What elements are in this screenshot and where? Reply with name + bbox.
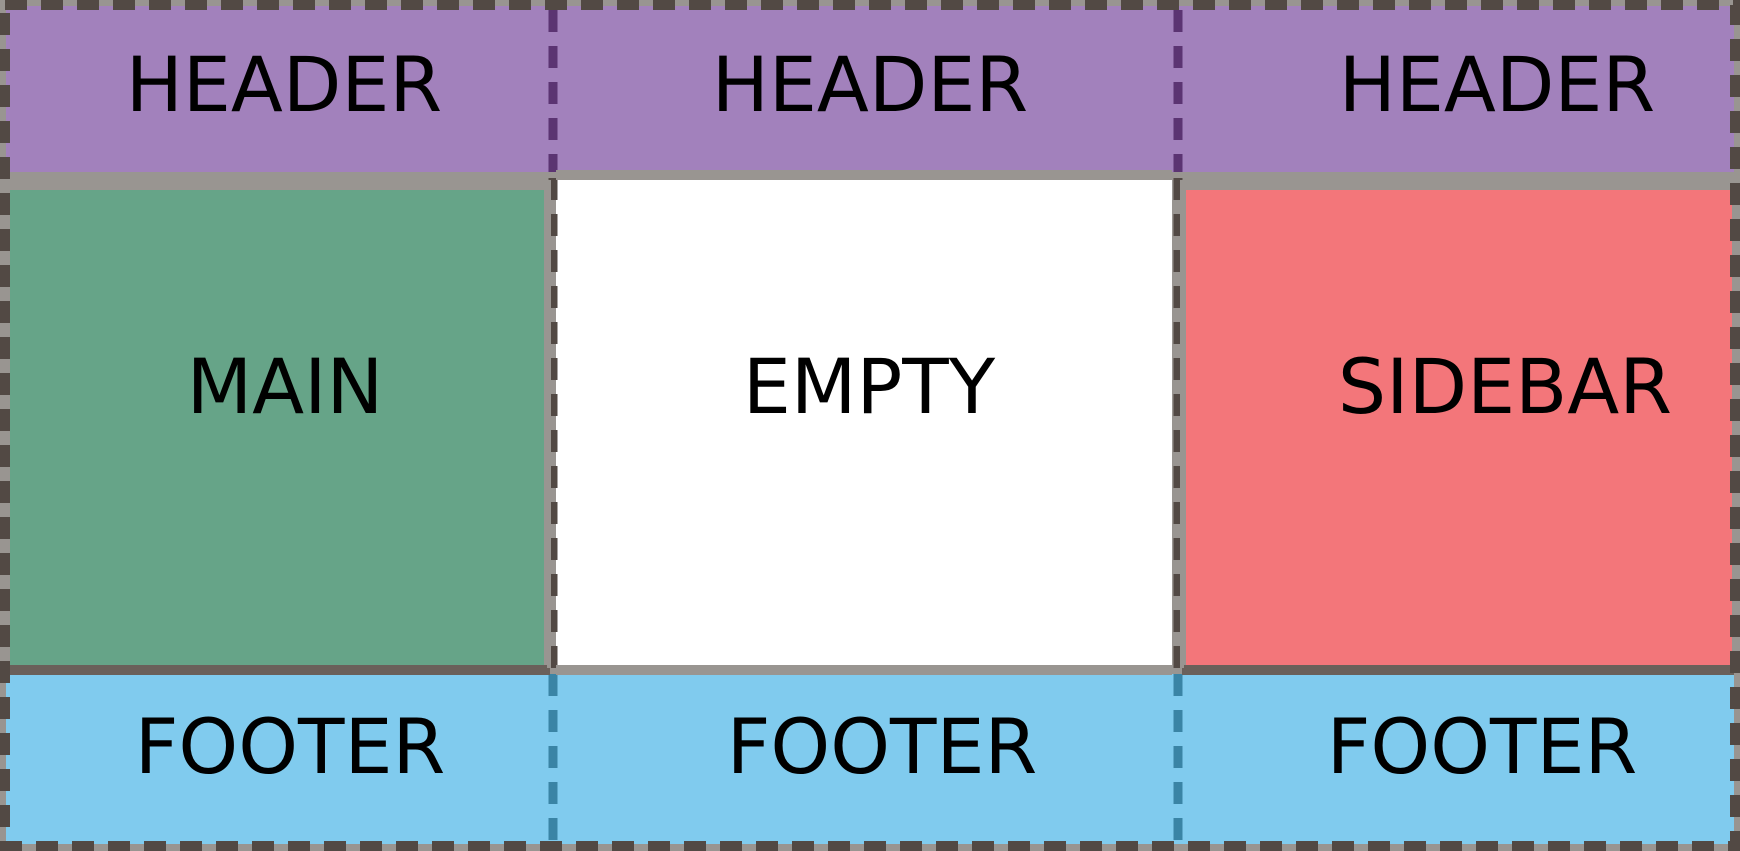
footer-label-3: FOOTER — [1327, 702, 1638, 791]
header-area — [6, 6, 1734, 172]
empty-label: EMPTY — [743, 342, 996, 431]
main-label: MAIN — [187, 342, 384, 431]
footer-area — [6, 674, 1734, 844]
sidebar-label: SIDEBAR — [1338, 342, 1672, 431]
header-label-2: HEADER — [712, 40, 1029, 129]
header-label-3: HEADER — [1339, 40, 1656, 129]
footer-label-1: FOOTER — [135, 702, 446, 791]
header-label-1: HEADER — [126, 40, 443, 129]
footer-label-2: FOOTER — [727, 702, 1038, 791]
sidebar-area — [1186, 190, 1732, 670]
empty-area — [556, 180, 1172, 666]
main-area — [10, 190, 544, 670]
